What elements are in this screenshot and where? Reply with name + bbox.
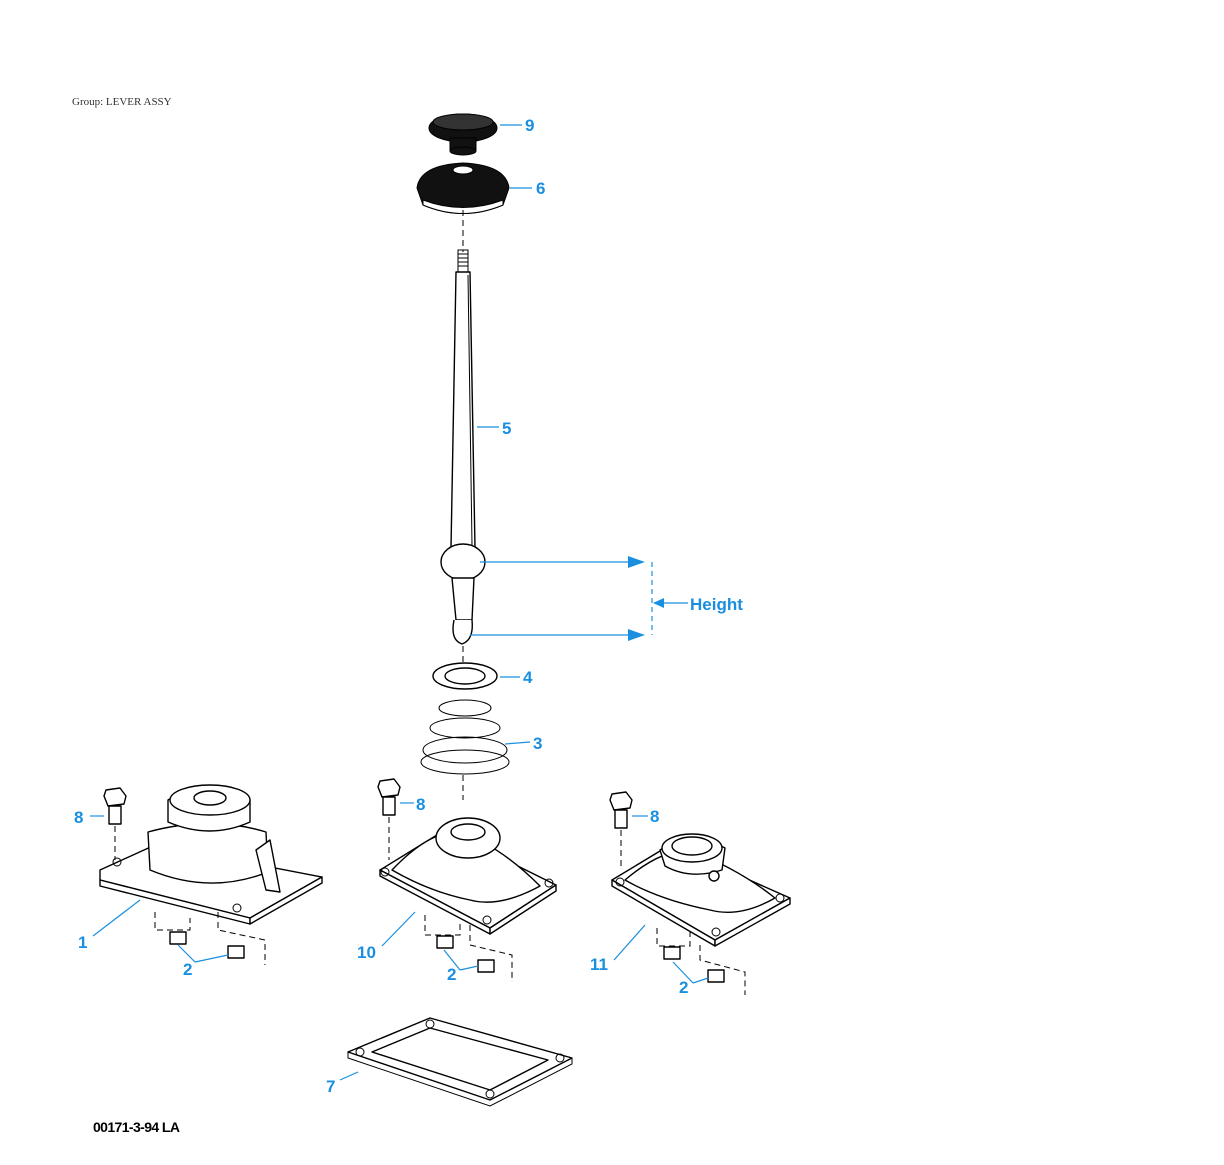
lever-part bbox=[440, 249, 486, 645]
gasket-part bbox=[347, 1017, 573, 1107]
height-dimension bbox=[470, 556, 688, 641]
group-label: Group: LEVER ASSY bbox=[72, 96, 172, 108]
callout-11: 11 bbox=[590, 955, 608, 974]
callout-2-right: 2 bbox=[679, 978, 688, 997]
callout-6: 6 bbox=[536, 179, 545, 198]
callout-8-left: 8 bbox=[74, 808, 83, 827]
leader-lines bbox=[90, 124, 709, 1081]
fasteners-2-right bbox=[656, 928, 746, 995]
washer-part bbox=[432, 662, 498, 690]
callout-10: 10 bbox=[357, 943, 376, 962]
knob-part bbox=[428, 113, 498, 156]
base-assembly-10 bbox=[379, 817, 557, 935]
bolt-8-left bbox=[103, 787, 127, 860]
spring-part bbox=[420, 699, 510, 775]
callout-7: 7 bbox=[326, 1077, 335, 1096]
document-code: 00171-3-94 LA bbox=[93, 1119, 180, 1135]
base-assembly-1 bbox=[99, 784, 323, 925]
height-label: Height bbox=[690, 595, 743, 614]
callout-5: 5 bbox=[502, 419, 511, 438]
fasteners-2-left bbox=[154, 912, 266, 965]
callout-2-middle: 2 bbox=[447, 965, 456, 984]
bolt-8-right bbox=[609, 791, 633, 870]
callout-3: 3 bbox=[533, 734, 542, 753]
bolt-8-middle bbox=[377, 778, 401, 860]
callout-4: 4 bbox=[523, 668, 533, 687]
base-assembly-11 bbox=[611, 833, 791, 947]
callout-8-right: 8 bbox=[650, 807, 659, 826]
callout-1: 1 bbox=[78, 933, 87, 952]
boot-part bbox=[416, 162, 510, 214]
callout-8-middle: 8 bbox=[416, 795, 425, 814]
callout-2-left: 2 bbox=[183, 960, 192, 979]
callout-9: 9 bbox=[525, 116, 534, 135]
fasteners-2-middle bbox=[424, 915, 513, 982]
